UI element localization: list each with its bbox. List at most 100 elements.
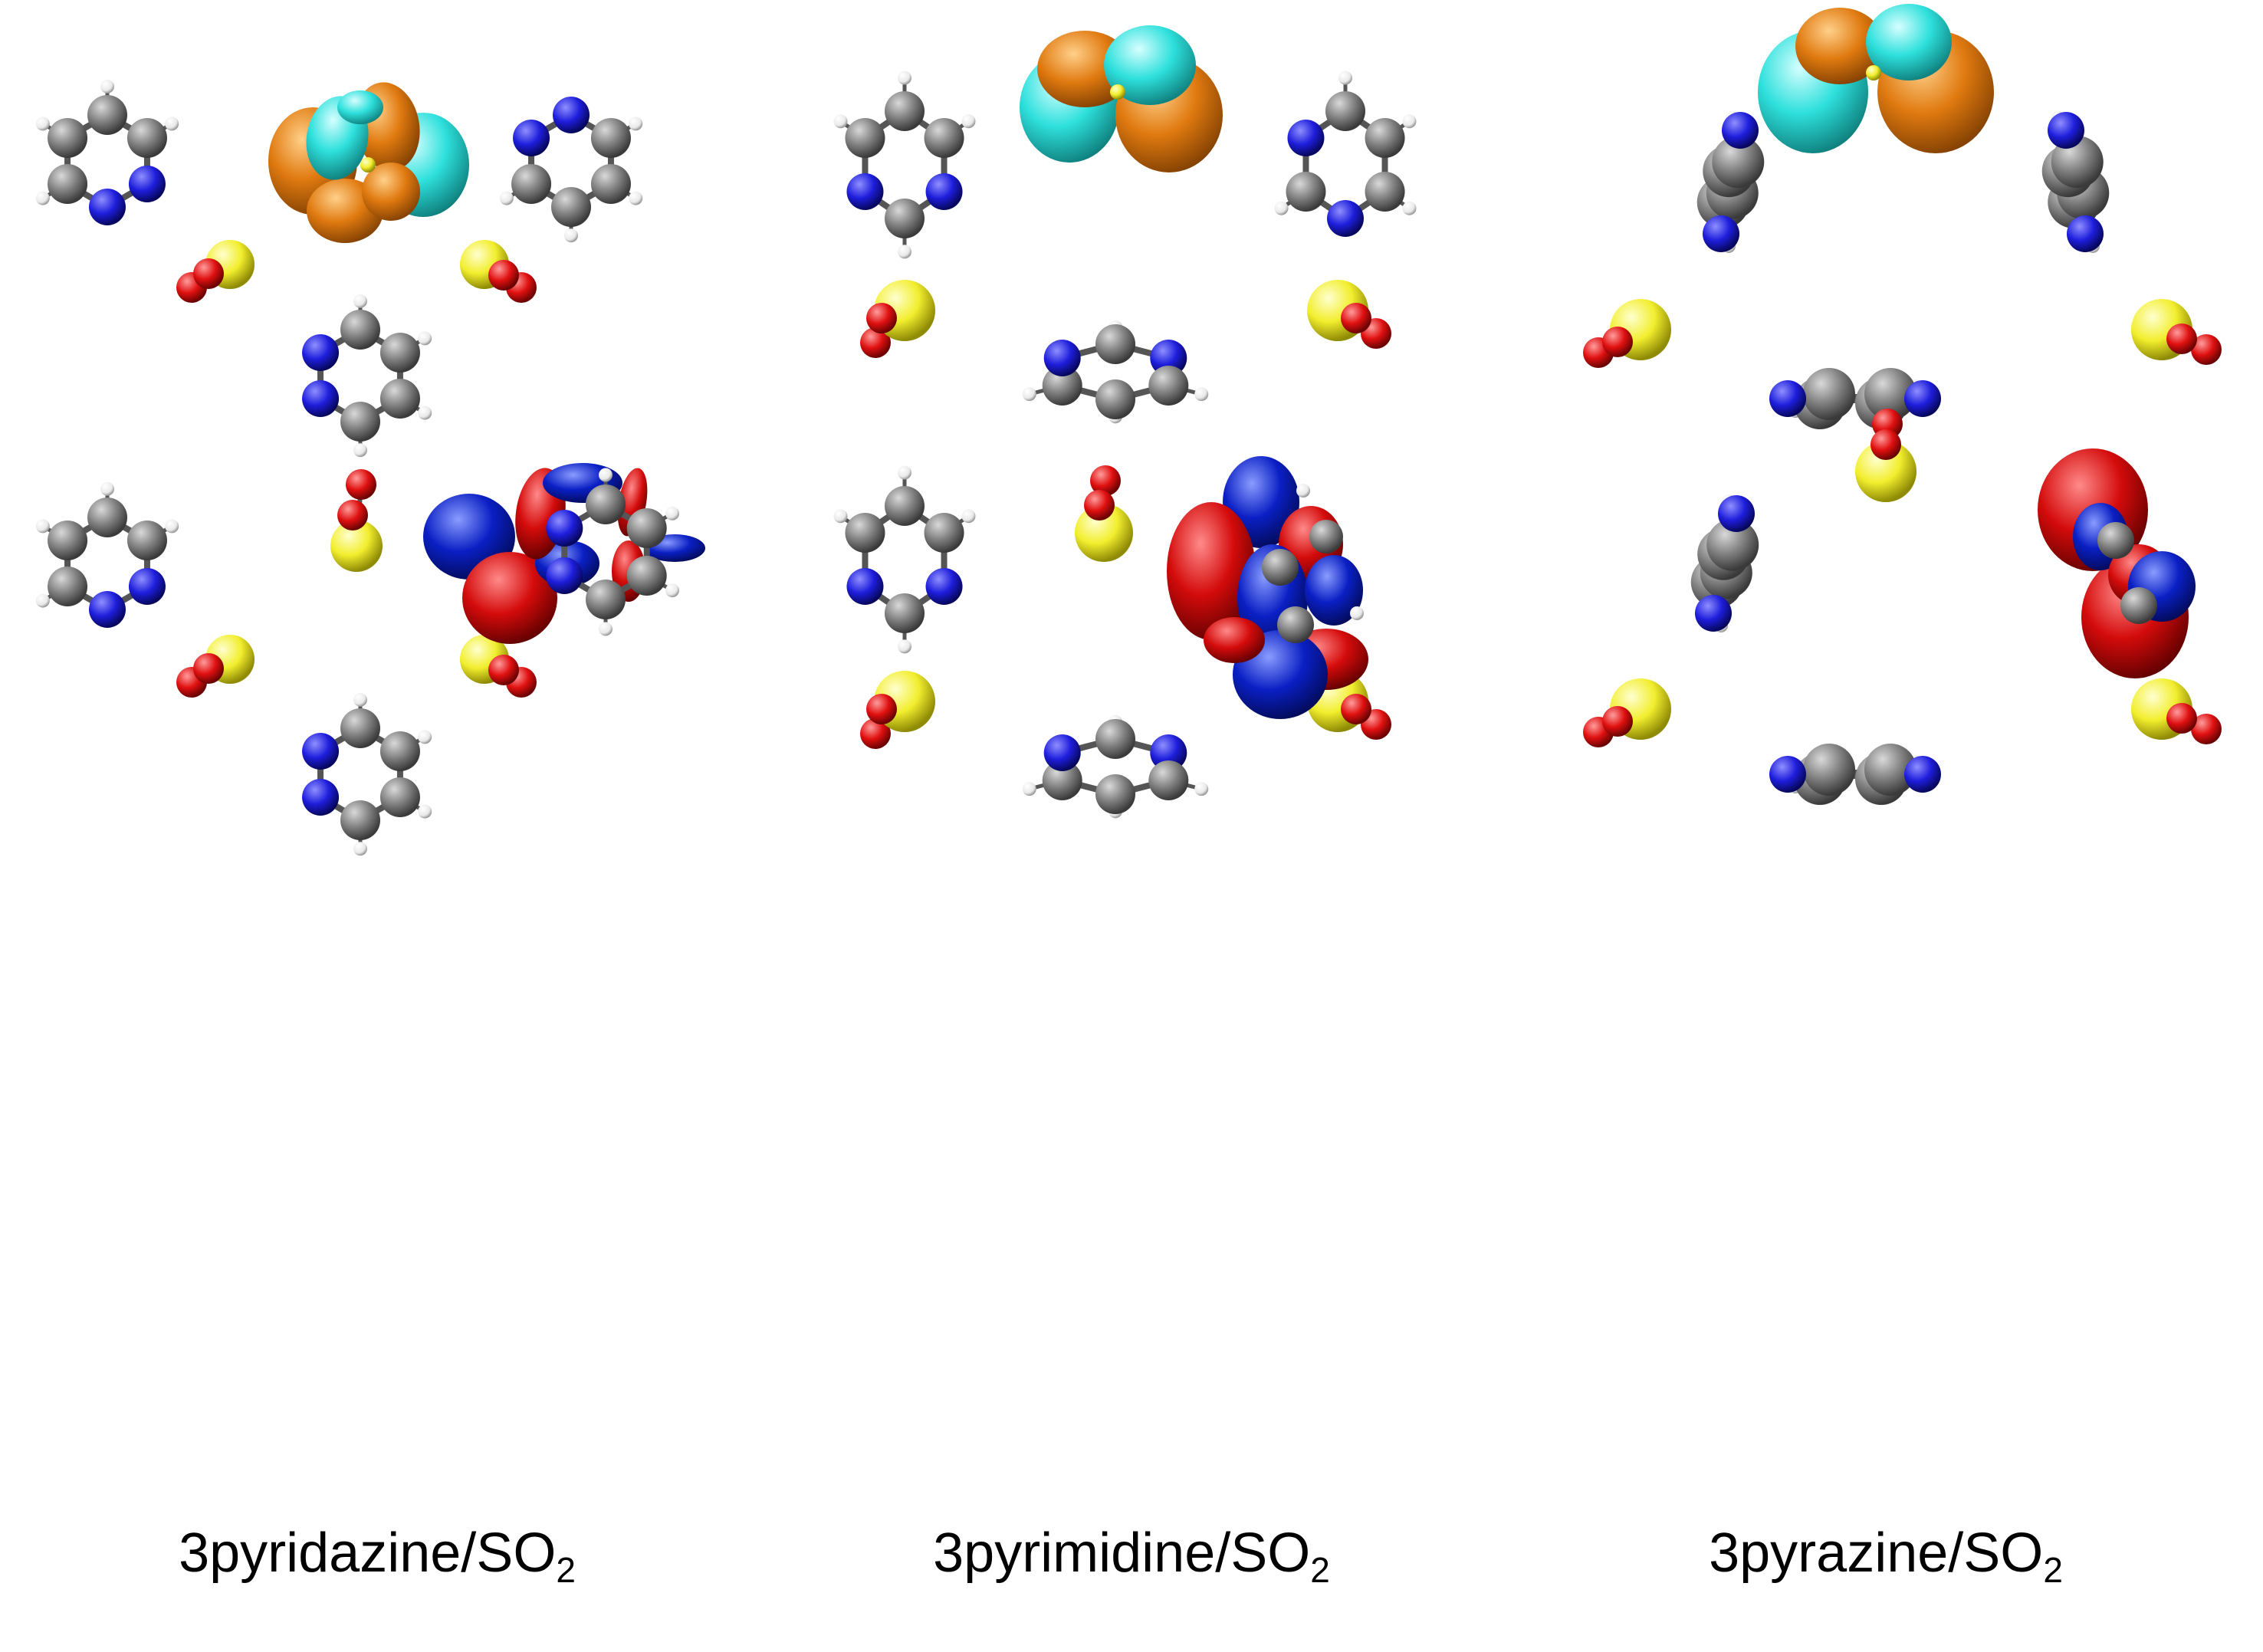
carbon-atom <box>1325 91 1365 131</box>
panel-caption-pyrimidine: 3pyrimidine/SO2 <box>933 1522 1330 1590</box>
so2-left-bottom <box>176 635 255 698</box>
hydrogen-atom <box>418 406 432 420</box>
carbon-atom <box>1286 172 1326 212</box>
carbon-atom <box>885 593 925 633</box>
pyrimidine-ring-right-top <box>1274 71 1417 237</box>
hydrogen-atom <box>100 481 114 496</box>
nitrogen-atom <box>925 173 963 210</box>
carbon-atom <box>1277 606 1314 643</box>
carbon-atom <box>1148 760 1189 800</box>
panel-caption-pyrazine: 3pyrazine/SO2 <box>1709 1522 2063 1590</box>
pyrazine-ring-bottom-top <box>1769 368 1941 429</box>
hydrogen-atom <box>961 509 976 524</box>
orbital-lobe-blue <box>1305 555 1363 626</box>
orbital-lobe-orange <box>1795 8 1884 84</box>
hydrogen-atom <box>599 622 613 636</box>
so2-left-bottom <box>1583 678 1671 747</box>
oxygen-atom <box>860 718 891 749</box>
sulfur-atom <box>330 520 383 572</box>
so2-right-bottom <box>2131 678 2222 744</box>
hydrogen-atom <box>1022 387 1036 402</box>
carbon-atom <box>2097 522 2134 559</box>
hydrogen-atom <box>898 639 911 654</box>
hydrogen-atom <box>165 519 179 534</box>
oxygen-atom <box>1602 706 1633 737</box>
carbon-atom <box>87 498 127 537</box>
oxygen-atom <box>866 694 897 724</box>
nitrogen-atom <box>302 733 340 770</box>
carbon-atom <box>626 556 667 596</box>
hydrogen-atom <box>353 443 367 458</box>
hydrogen-atom <box>100 79 114 94</box>
sulfur-atom <box>1110 84 1125 100</box>
so2-right-top <box>1307 280 1391 349</box>
oxygen-atom <box>193 653 224 684</box>
carbon-atom <box>885 91 925 131</box>
nitrogen-atom <box>846 568 884 605</box>
sulfur-atom <box>1075 504 1133 562</box>
nitrogen-atom <box>302 380 340 417</box>
hydrogen-atom <box>499 191 514 205</box>
oxygen-atom <box>488 655 519 685</box>
carbon-atom <box>1803 368 1855 420</box>
so2-left-top <box>860 280 935 358</box>
carbon-atom <box>87 95 127 135</box>
orbital-lumo-pyrazine <box>2038 448 2196 678</box>
carbon-atom <box>1095 379 1135 419</box>
hydrogen-atom <box>564 228 578 243</box>
nitrogen-atom <box>1150 340 1187 376</box>
hydrogen-atom <box>833 509 848 524</box>
nitrogen-atom <box>1904 380 1941 417</box>
hydrogen-atom <box>35 191 50 205</box>
nitrogen-atom <box>925 568 963 605</box>
nitrogen-atom <box>302 779 340 816</box>
carbon-atom <box>340 310 380 350</box>
carbon-atom <box>340 402 380 442</box>
orbital-homo-pyrazine <box>1758 4 1994 153</box>
oxygen-atom <box>2166 703 2197 734</box>
hydrogen-atom <box>1296 484 1310 498</box>
pyridazine-ring-right-bottom <box>546 468 679 636</box>
so2-center-bottom <box>330 469 383 572</box>
hydrogen-atom <box>418 331 432 346</box>
hydrogen-atom <box>1194 387 1209 402</box>
hydrogen-atom <box>35 519 50 534</box>
nitrogen-atom <box>1904 756 1941 793</box>
nitrogen-atom <box>89 189 126 225</box>
hydrogen-atom <box>898 71 911 85</box>
hydrogen-atom <box>665 583 679 598</box>
hydrogen-atom <box>833 114 848 129</box>
carbon-atom <box>48 164 88 204</box>
hydrogen-atom <box>665 506 679 521</box>
oxygen-atom <box>193 258 224 289</box>
hydrogen-atom <box>353 692 367 707</box>
orbital-lobe-cyan <box>1104 25 1196 105</box>
oxygen-atom <box>488 260 519 291</box>
oxygen-atom <box>1341 694 1371 724</box>
carbon-atom <box>1262 549 1299 586</box>
pyrimidine-ring-bottom-top <box>1022 320 1209 424</box>
hydrogen-atom <box>961 114 976 129</box>
pyridazine-ring-bottom-top <box>302 294 432 458</box>
hydrogen-atom <box>1338 71 1352 85</box>
hydrogen-atom <box>1402 201 1417 215</box>
carbon-atom <box>1864 368 1916 420</box>
hydrogen-atom <box>1274 201 1289 215</box>
carbon-atom <box>48 118 88 158</box>
orbital-lobe-cyan <box>1866 4 1952 80</box>
pyridazine-ring-left-bottom <box>35 481 179 628</box>
sulfur-atom <box>1855 441 1916 502</box>
nitrogen-atom <box>1043 734 1081 771</box>
nitrogen-atom <box>128 568 166 605</box>
nitrogen-atom <box>1287 120 1325 156</box>
hydrogen-atom <box>599 468 613 482</box>
so2-right-top <box>460 240 537 303</box>
orbital-lobe-red <box>1167 502 1256 640</box>
carbon-atom <box>885 486 925 526</box>
nitrogen-atom <box>1695 595 1732 632</box>
oxygen-atom <box>860 327 891 358</box>
nitrogen-atom <box>546 510 583 547</box>
carbon-atom <box>2120 587 2157 624</box>
hydrogen-atom <box>629 117 643 131</box>
